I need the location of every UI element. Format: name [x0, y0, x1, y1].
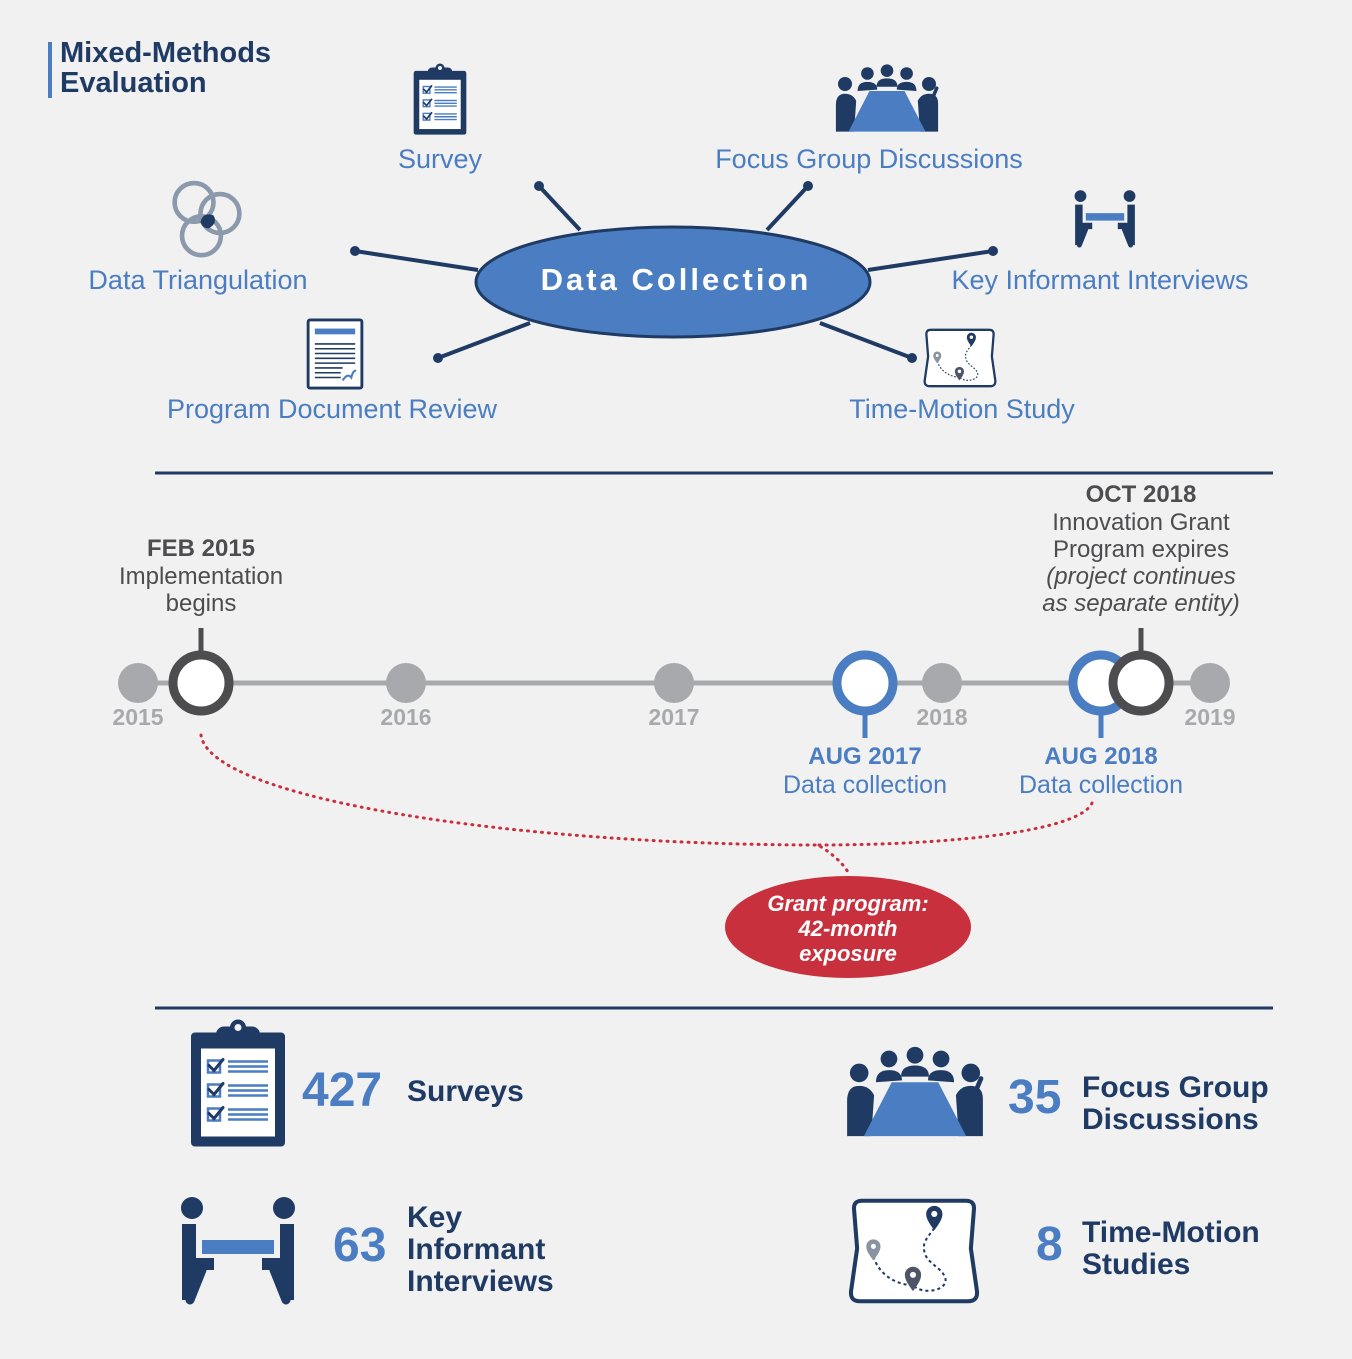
start-event-line-2: begins — [165, 590, 237, 617]
year-dot — [118, 663, 158, 703]
collection-2-label: Data collection — [1019, 771, 1183, 799]
hub-ellipse — [474, 225, 872, 339]
exposure-line-2: 42-month — [798, 916, 898, 941]
start-event-date: FEB 2015 — [146, 535, 256, 562]
focus-groups-label: Focus Group Discussions — [1082, 1072, 1269, 1136]
title-accent-bar — [48, 42, 52, 98]
exposure-badge — [725, 876, 971, 978]
time-motion-label: Time-Motion Studies — [1082, 1217, 1260, 1281]
interviews-label-3: Interviews — [407, 1265, 554, 1298]
start-event-marker — [168, 650, 234, 716]
hub-spokes — [354, 184, 994, 360]
venn-icon — [175, 183, 240, 255]
end-event: OCT 2018 Innovation Grant Program expire… — [1042, 481, 1239, 617]
year-dot — [922, 663, 962, 703]
start-event: FEB 2015 Implementation begins — [119, 535, 283, 617]
collection-2-date: AUG 2018 — [1044, 743, 1158, 770]
method-time-motion-label: Time-Motion Study — [849, 394, 1075, 424]
time-motion-stat-icon — [851, 1201, 977, 1302]
interviews-label-1: Key — [407, 1201, 463, 1234]
exposure-line-1: Grant program: — [767, 891, 929, 916]
collection-1-marker — [832, 650, 898, 716]
method-survey-label: Survey — [397, 144, 483, 174]
time-motion-number: 8 — [1036, 1218, 1063, 1271]
method-key-informant-label: Key Informant Interviews — [951, 265, 1249, 295]
end-event-line-4: as separate entity) — [1042, 590, 1240, 617]
collection-1: AUG 2017 Data collection — [783, 743, 947, 800]
page-title: Mixed-Methods Evaluation — [60, 38, 271, 98]
interviews-stat-icon — [181, 1197, 295, 1300]
end-event-date: OCT 2018 — [1085, 481, 1197, 508]
time-motion-label-2: Studies — [1082, 1248, 1191, 1281]
surveys-number: 427 — [302, 1064, 383, 1117]
interviews-number: 63 — [333, 1219, 387, 1272]
year-label: 2015 — [112, 704, 164, 730]
focus-groups-number: 35 — [1008, 1071, 1062, 1124]
end-event-marker — [1108, 650, 1174, 716]
method-document-review-label: Program Document Review — [166, 394, 498, 424]
method-focus-group-label: Focus Group Discussions — [715, 144, 1023, 174]
map-icon — [923, 328, 997, 388]
title-line-2: Evaluation — [60, 67, 207, 99]
exposure-arc-left — [199, 733, 850, 874]
year-label: 2016 — [380, 704, 432, 730]
surveys-label: Surveys — [407, 1075, 524, 1108]
time-motion-label-1: Time-Motion — [1082, 1216, 1260, 1249]
timeline-track — [118, 663, 1230, 703]
title-line-1: Mixed-Methods — [60, 37, 272, 69]
year-label: 2018 — [916, 704, 968, 730]
end-event-line-2: Program expires — [1052, 536, 1230, 563]
focus-groups-label-1: Focus Group — [1082, 1071, 1269, 1104]
end-event-line-1: Innovation Grant — [1052, 509, 1230, 536]
year-label: 2019 — [1184, 704, 1236, 730]
method-triangulation-label: Data Triangulation — [88, 265, 308, 295]
year-dot — [386, 663, 426, 703]
collection-1-label: Data collection — [783, 771, 947, 799]
start-event-line-1: Implementation — [118, 563, 284, 590]
document-icon — [306, 318, 364, 390]
interview-icon — [1075, 190, 1136, 245]
hub-label: Data Collection — [540, 262, 812, 297]
end-event-line-3: (project continues — [1046, 563, 1236, 590]
exposure-arc-right — [816, 801, 1094, 847]
focus-groups-label-2: Discussions — [1082, 1103, 1259, 1136]
collection-1-date: AUG 2017 — [808, 743, 922, 770]
surveys-stat-icon — [189, 1017, 287, 1149]
survey-icon — [412, 63, 468, 136]
collection-2: AUG 2018 Data collection — [1019, 743, 1183, 800]
year-dot — [1190, 663, 1230, 703]
focus-groups-stat-icon — [847, 1047, 983, 1136]
exposure-text: Grant program: 42-month exposure — [767, 891, 928, 966]
year-dot — [654, 663, 694, 703]
interviews-label: Key Informant Interviews — [407, 1202, 554, 1298]
year-label: 2017 — [648, 704, 700, 730]
focus-group-icon — [833, 63, 941, 133]
exposure-line-3: exposure — [799, 941, 897, 966]
interviews-label-2: Informant — [407, 1233, 546, 1266]
